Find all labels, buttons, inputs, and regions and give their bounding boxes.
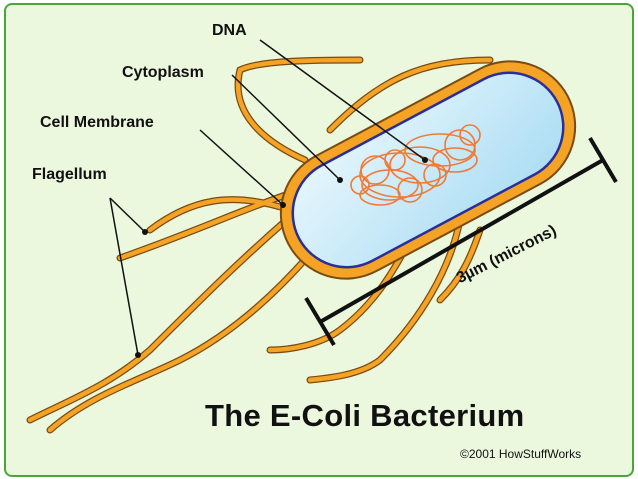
flagella bbox=[26, 56, 494, 434]
copyright-notice: ©2001 HowStuffWorks bbox=[460, 447, 582, 461]
label-flagellum: Flagellum bbox=[32, 166, 107, 183]
flagellum-strand bbox=[26, 196, 314, 424]
label-cytoplasm: Cytoplasm bbox=[122, 64, 204, 81]
label-dna: DNA bbox=[212, 22, 247, 39]
scale-bar bbox=[304, 136, 618, 347]
label-cell-membrane: Cell Membrane bbox=[40, 114, 154, 131]
leader-lines bbox=[109, 39, 426, 356]
cell-body bbox=[279, 60, 577, 280]
diagram-title: The E-Coli Bacterium bbox=[205, 398, 525, 433]
dna-tangle bbox=[350, 124, 481, 206]
cytoplasm-shape bbox=[291, 71, 565, 269]
leader-dots bbox=[135, 157, 428, 358]
